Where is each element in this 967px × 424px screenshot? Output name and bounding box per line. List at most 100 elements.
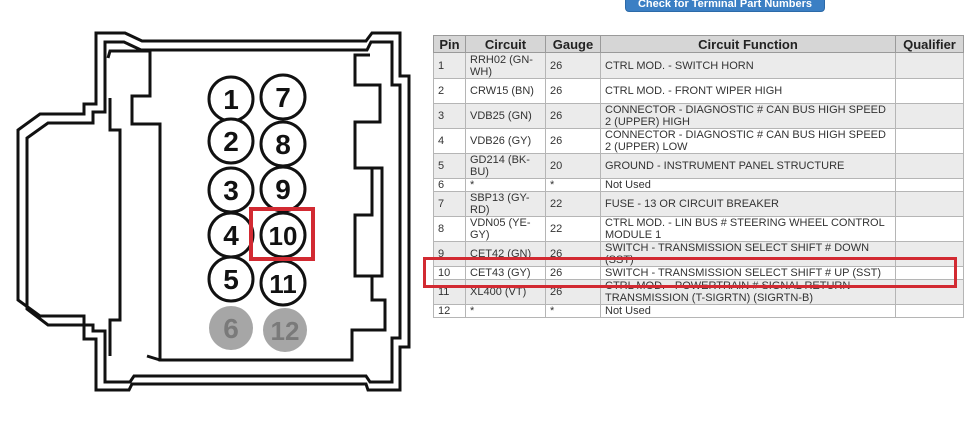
header-gauge: Gauge bbox=[545, 35, 601, 53]
cell-circuit: RRH02 (GN-WH) bbox=[465, 52, 546, 79]
pin-4: 4 bbox=[207, 211, 255, 259]
cell-pin: 8 bbox=[433, 216, 466, 242]
pin-8: 8 bbox=[259, 120, 307, 168]
cell-function: Not Used bbox=[600, 304, 896, 318]
cell-qualifier bbox=[895, 216, 964, 242]
cell-pin: 3 bbox=[433, 103, 466, 129]
row-10-highlight bbox=[423, 257, 957, 288]
cell-function: CTRL MOD. - FRONT WIPER HIGH bbox=[600, 78, 896, 104]
cell-gauge: * bbox=[545, 304, 601, 318]
cell-pin: 4 bbox=[433, 128, 466, 154]
cell-qualifier bbox=[895, 304, 964, 318]
header-circuit: Circuit bbox=[465, 35, 546, 53]
cell-function: SWITCH - TRANSMISSION SELECT SHIFT # UP … bbox=[600, 266, 896, 280]
cell-function: FUSE - 13 OR CIRCUIT BREAKER bbox=[600, 191, 896, 217]
pin-11: 11 bbox=[259, 259, 307, 307]
pin-5-label: 5 bbox=[223, 264, 239, 295]
pin-3-label: 3 bbox=[223, 175, 239, 206]
cell-gauge: 26 bbox=[545, 128, 601, 154]
pin-8-label: 8 bbox=[275, 129, 291, 160]
cell-pin: 10 bbox=[433, 266, 466, 280]
terminal-part-numbers-button[interactable]: Check for Terminal Part Numbers bbox=[625, 0, 825, 12]
cell-circuit: * bbox=[465, 304, 546, 318]
pin-5-circle bbox=[207, 255, 255, 303]
pin-10: 10 bbox=[259, 211, 307, 259]
pin-2: 2 bbox=[207, 117, 255, 165]
cell-qualifier bbox=[895, 178, 964, 192]
cell-circuit: * bbox=[465, 178, 546, 192]
table-row: 12**Not Used bbox=[433, 304, 964, 318]
cell-gauge: 26 bbox=[545, 266, 601, 280]
pin-2-circle bbox=[207, 117, 255, 165]
cell-function: CTRL MOD. - LIN BUS # STEERING WHEEL CON… bbox=[600, 216, 896, 242]
cell-pin: 2 bbox=[433, 78, 466, 104]
cell-circuit: GD214 (BK-BU) bbox=[465, 153, 546, 179]
pin-9-label: 9 bbox=[275, 174, 291, 205]
table-header-row: Pin Circuit Gauge Circuit Function Quali… bbox=[433, 35, 964, 53]
cell-pin: 1 bbox=[433, 52, 466, 79]
cell-function: GROUND - INSTRUMENT PANEL STRUCTURE bbox=[600, 153, 896, 179]
header-qualifier: Qualifier bbox=[895, 35, 964, 53]
pin-5: 5 bbox=[207, 255, 255, 303]
cell-qualifier bbox=[895, 103, 964, 129]
cell-circuit: VDB25 (GN) bbox=[465, 103, 546, 129]
cell-qualifier bbox=[895, 52, 964, 79]
cell-pin: 5 bbox=[433, 153, 466, 179]
pin-6: 6 bbox=[209, 306, 253, 350]
cell-gauge: 20 bbox=[545, 153, 601, 179]
pinout-table: Pin Circuit Gauge Circuit Function Quali… bbox=[433, 35, 964, 318]
pin-7: 7 bbox=[259, 73, 307, 121]
cell-function: CTRL MOD. - SWITCH HORN bbox=[600, 52, 896, 79]
cell-gauge: * bbox=[545, 178, 601, 192]
cell-qualifier bbox=[895, 153, 964, 179]
pin-4-label: 4 bbox=[223, 220, 239, 251]
cell-pin: 6 bbox=[433, 178, 466, 192]
cell-gauge: 22 bbox=[545, 191, 601, 217]
cell-pin: 12 bbox=[433, 304, 466, 318]
pin-11-label: 11 bbox=[269, 269, 297, 299]
header-circuit-function: Circuit Function bbox=[600, 35, 896, 53]
pin-1-label: 1 bbox=[223, 84, 239, 115]
cell-qualifier bbox=[895, 266, 964, 280]
cell-function: SWITCH - TRANSMISSION SELECT SHIFT # DOW… bbox=[600, 241, 896, 267]
pin-1: 1 bbox=[207, 75, 255, 123]
pin-6-circle bbox=[209, 306, 253, 350]
pin-3: 3 bbox=[207, 166, 255, 214]
pin-6-label: 6 bbox=[223, 313, 239, 344]
header-pin: Pin bbox=[433, 35, 466, 53]
cell-qualifier bbox=[895, 241, 964, 267]
pin-12-circle bbox=[263, 308, 307, 352]
cell-qualifier bbox=[895, 128, 964, 154]
cell-function: CONNECTOR - DIAGNOSTIC # CAN BUS HIGH SP… bbox=[600, 103, 896, 129]
cell-function: Not Used bbox=[600, 178, 896, 192]
cell-circuit: SBP13 (GY-RD) bbox=[465, 191, 546, 217]
cell-gauge: 26 bbox=[545, 78, 601, 104]
cell-pin: 7 bbox=[433, 191, 466, 217]
cell-circuit: VDB26 (GY) bbox=[465, 128, 546, 154]
pin-7-circle bbox=[259, 73, 307, 121]
cell-function: CONNECTOR - DIAGNOSTIC # CAN BUS HIGH SP… bbox=[600, 128, 896, 154]
cell-qualifier bbox=[895, 191, 964, 217]
pin-10-label: 10 bbox=[269, 221, 298, 251]
cell-gauge: 26 bbox=[545, 52, 601, 79]
pin-12-label: 12 bbox=[271, 316, 300, 346]
pin-12: 12 bbox=[263, 308, 307, 352]
cell-pin: 9 bbox=[433, 241, 466, 267]
cell-gauge: 26 bbox=[545, 279, 601, 305]
cell-circuit: XL400 (VT) bbox=[465, 279, 546, 305]
cell-circuit: CRW15 (BN) bbox=[465, 78, 546, 104]
cell-gauge: 22 bbox=[545, 216, 601, 242]
connector-housing-outline bbox=[16, 31, 411, 392]
cell-circuit: VDN05 (YE-GY) bbox=[465, 216, 546, 242]
